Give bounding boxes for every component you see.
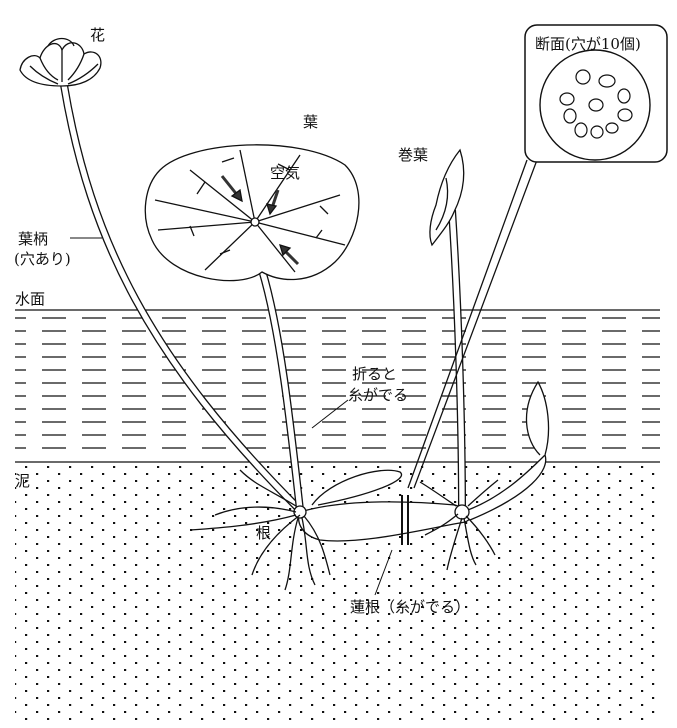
root-label: 根 <box>256 524 271 542</box>
lotus-leaf <box>144 144 360 282</box>
leaf-label: 葉 <box>303 113 318 131</box>
water-surface-label: 水面 <box>15 290 45 308</box>
flower-stem <box>60 84 303 513</box>
break-note-line1: 折ると <box>352 365 397 383</box>
mud-label: 泥 <box>15 472 30 490</box>
roots <box>189 469 499 591</box>
cross-section-label: 断面(穴が10個) <box>535 35 641 53</box>
break-note-line2: 糸がでる <box>348 386 408 404</box>
rolled-leaf-stem <box>448 209 466 511</box>
leaf-petiole <box>258 268 304 511</box>
cross-section-callout: 断面(穴が10個) <box>524 24 668 163</box>
petiole-label: 葉柄 <box>18 230 48 248</box>
air-flow-arrows <box>220 175 300 266</box>
rolled-leaf-label: 巻葉 <box>398 146 428 164</box>
rolled-leaf <box>429 148 465 247</box>
lotus-root-label: 蓮根（糸がでる） <box>350 598 470 616</box>
flower <box>19 37 102 87</box>
petiole-note-label: (穴あり) <box>14 250 71 268</box>
leader-lines <box>70 237 393 596</box>
air-label: 空気 <box>270 164 300 182</box>
cross-section-holes <box>559 69 633 139</box>
callout-pointer <box>407 159 538 489</box>
water-region <box>15 309 660 463</box>
flower-label: 花 <box>90 26 105 44</box>
